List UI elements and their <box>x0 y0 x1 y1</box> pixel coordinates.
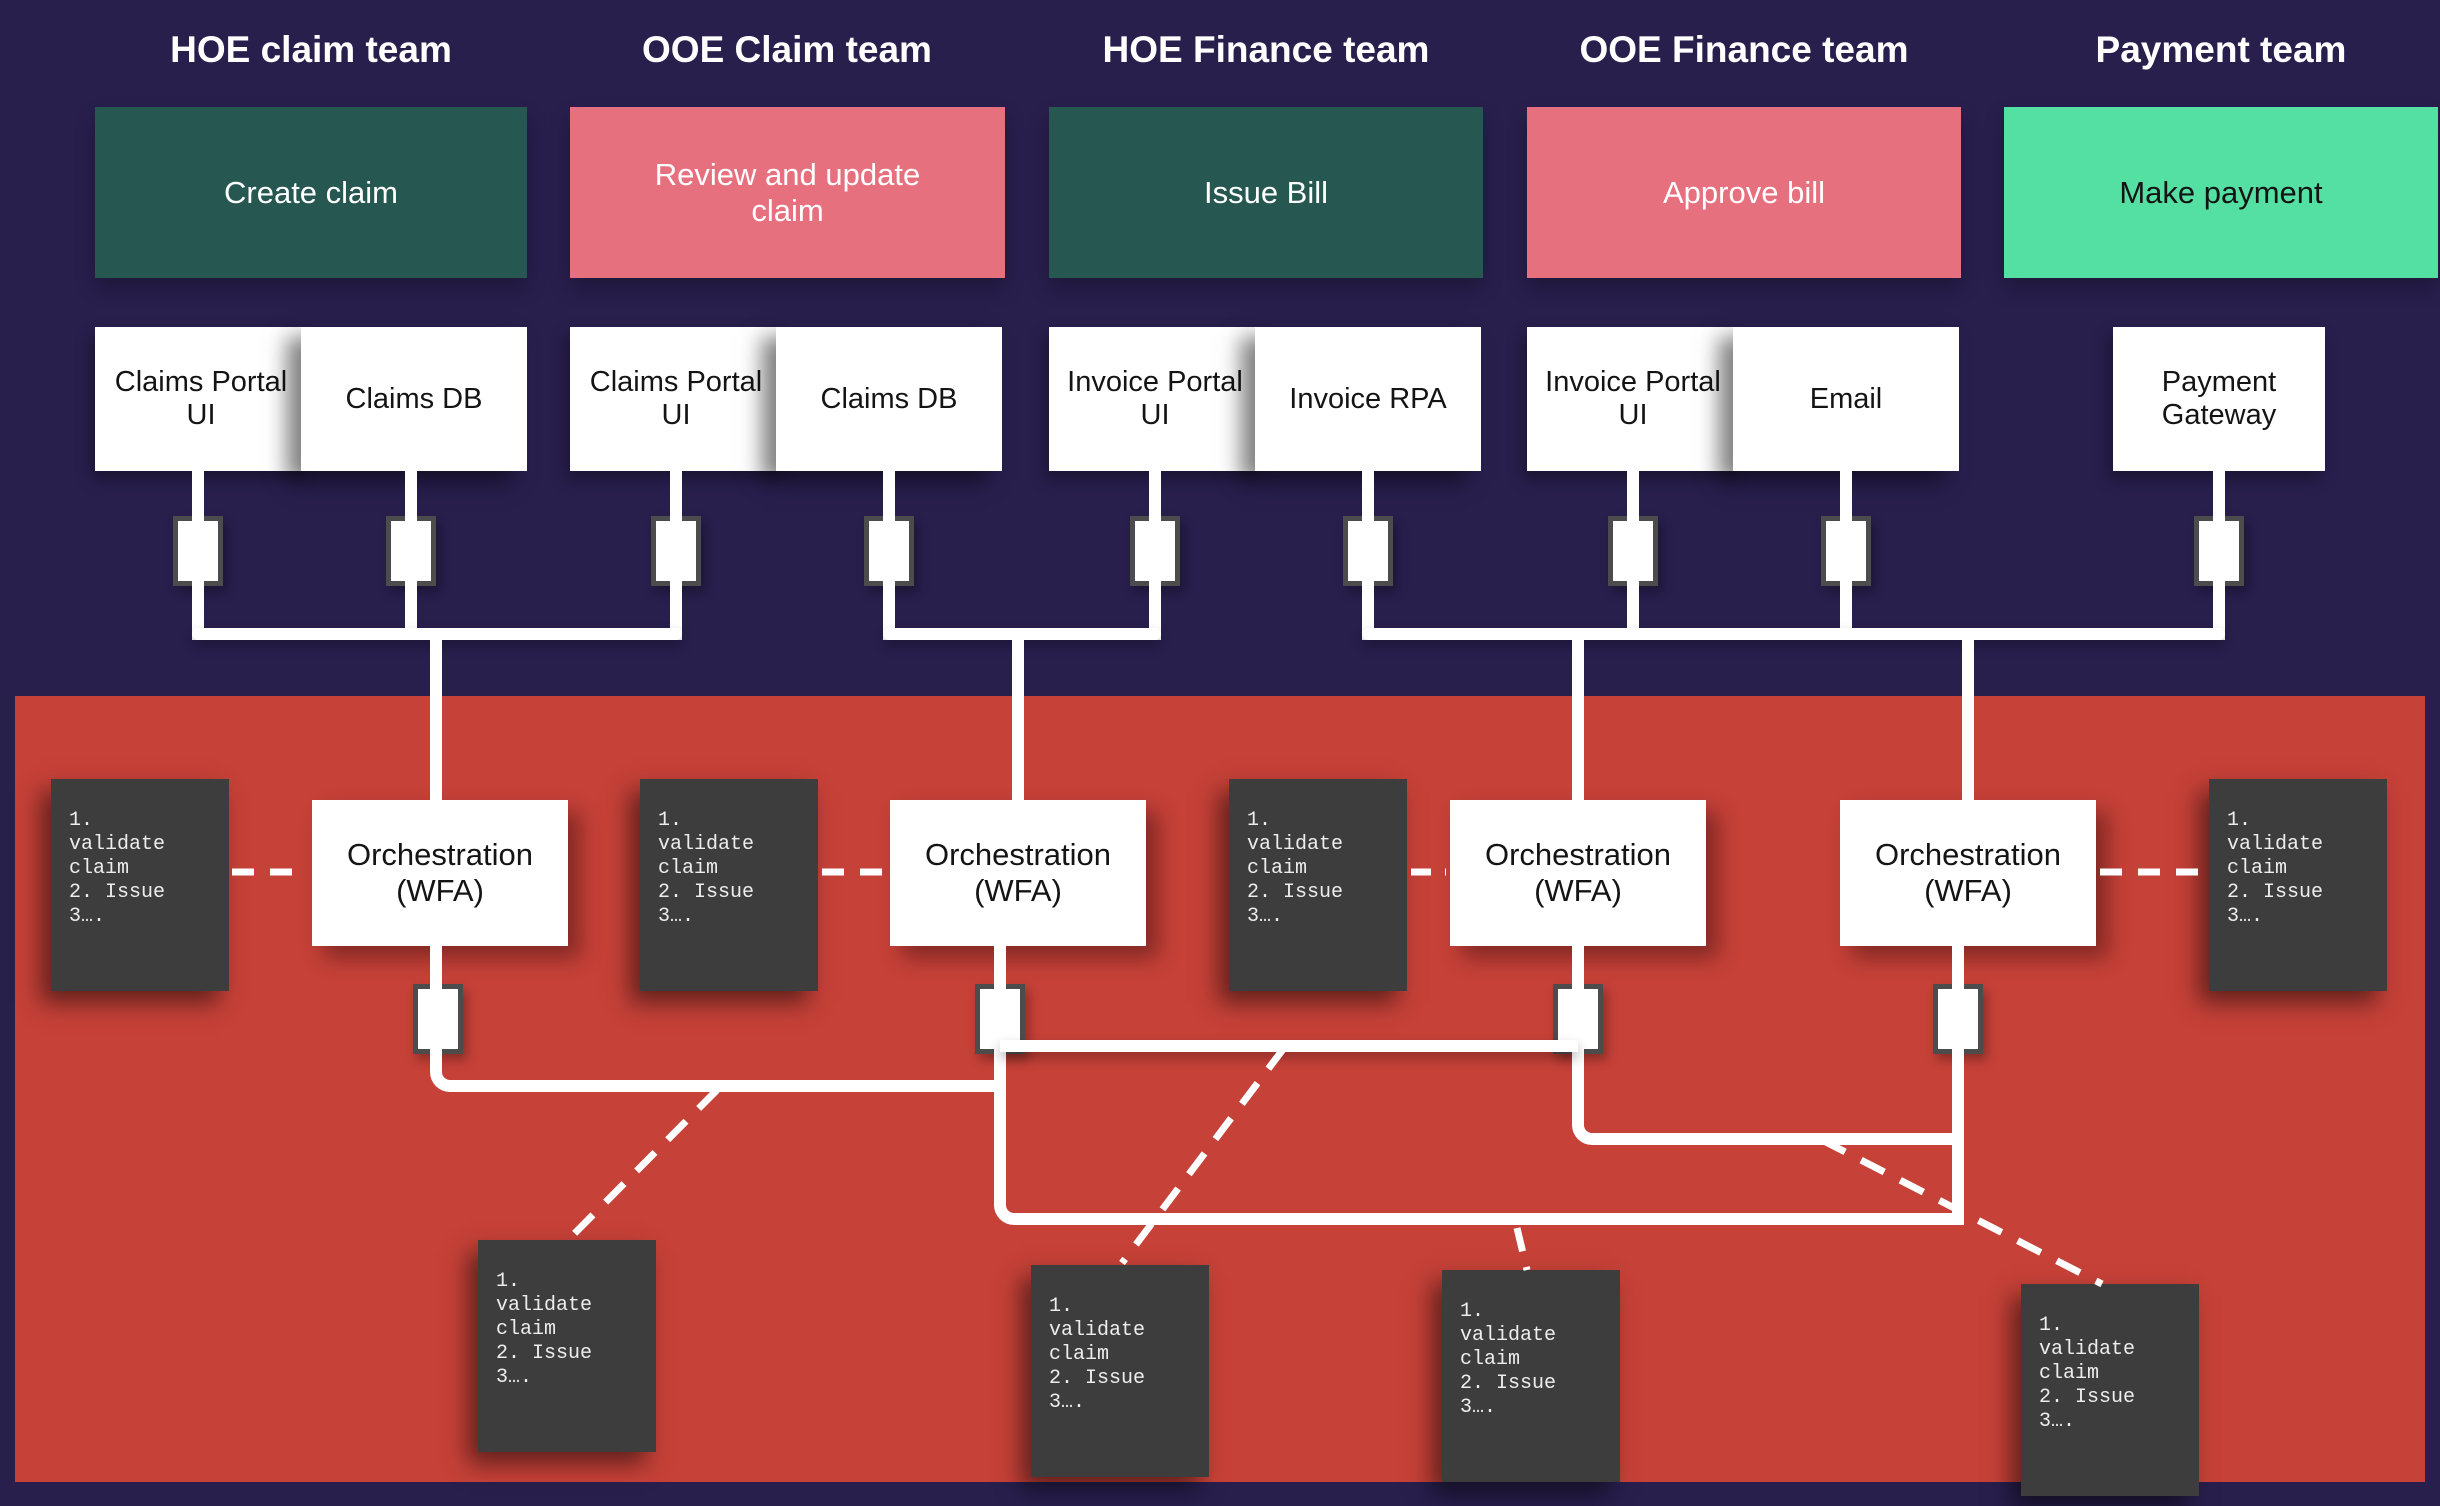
system-box-invoice-portal-ui-1: Invoice Portal UI <box>1049 327 1261 471</box>
connector-line <box>670 468 682 640</box>
system-box-claims-db-1: Claims DB <box>301 327 527 471</box>
drop-line-orchestration-1 <box>430 628 442 810</box>
team-header-ooe-finance: OOE Finance team <box>1579 29 1909 70</box>
drop-line-orchestration-4 <box>1962 628 1974 810</box>
note-card: 1. validate claim 2. Issue 3…. <box>2021 1284 2199 1496</box>
note-card: 1. validate claim 2. Issue 3…. <box>2209 779 2387 991</box>
connector-line <box>1840 468 1852 640</box>
connector-line <box>405 468 417 640</box>
team-header-hoe-finance: HOE Finance team <box>1102 29 1430 70</box>
task-box-make-payment: Make payment <box>2004 107 2438 278</box>
task-box-issue-bill: Issue Bill <box>1049 107 1483 278</box>
system-box-payment-gateway: Payment Gateway <box>2113 327 2325 471</box>
connector-line <box>883 468 895 640</box>
connector-line <box>2213 468 2225 640</box>
connector-line <box>1627 468 1639 640</box>
orchestration-box-4: Orchestration (WFA) <box>1840 800 2096 946</box>
team-header-ooe-claim: OOE Claim team <box>642 29 932 70</box>
system-label: Invoice Portal UI <box>1067 366 1243 431</box>
task-label: Create claim <box>224 174 398 210</box>
note-card: 1. validate claim 2. Issue 3…. <box>1229 779 1407 991</box>
note-card: 1. validate claim 2. Issue 3…. <box>640 779 818 991</box>
connector-line <box>1362 468 1374 640</box>
system-box-claims-portal-ui-2: Claims Portal UI <box>570 327 782 471</box>
drop-line-orchestration-3 <box>1572 628 1584 810</box>
system-box-invoice-portal-ui-2: Invoice Portal UI <box>1527 327 1739 471</box>
connector-line <box>192 468 204 640</box>
system-box-invoice-rpa: Invoice RPA <box>1255 327 1481 471</box>
team-header-payment: Payment team <box>2095 29 2347 70</box>
connector-line <box>1149 468 1161 640</box>
note-card: 1. validate claim 2. Issue 3…. <box>1031 1265 1209 1477</box>
note-card: 1. validate claim 2. Issue 3…. <box>1442 1270 1620 1482</box>
system-box-claims-portal-ui-1: Claims Portal UI <box>95 327 307 471</box>
system-label: Email <box>1809 382 1883 415</box>
orchestration-box-2: Orchestration (WFA) <box>890 800 1146 946</box>
system-label: Claims Portal UI <box>114 366 288 431</box>
note-card: 1. validate claim 2. Issue 3…. <box>51 779 229 991</box>
task-label: Issue Bill <box>1203 174 1329 210</box>
system-box-email: Email <box>1733 327 1959 471</box>
system-label: Invoice Portal UI <box>1545 366 1721 431</box>
team-header-hoe-claim: HOE claim team <box>170 29 452 70</box>
system-label: Claims DB <box>345 382 483 415</box>
system-label: Claims DB <box>820 382 958 415</box>
elbow-orch3-to-orch4 <box>1572 946 1964 1145</box>
system-label: Claims Portal UI <box>589 366 763 431</box>
task-label: Make payment <box>2119 174 2323 210</box>
system-box-claims-db-2: Claims DB <box>776 327 1002 471</box>
bus-bar-payment <box>1362 628 2225 640</box>
note-card: 1. validate claim 2. Issue 3…. <box>478 1240 656 1452</box>
task-label: Review and update claim <box>654 156 921 228</box>
system-label: Payment Gateway <box>2161 366 2277 431</box>
drop-line-orchestration-2 <box>1012 628 1024 810</box>
orchestration-box-3: Orchestration (WFA) <box>1450 800 1706 946</box>
link-line-orch2-orch3 <box>1000 1040 1578 1052</box>
task-box-create-claim: Create claim <box>95 107 527 278</box>
task-box-review-claim: Review and update claim <box>570 107 1005 278</box>
task-box-approve-bill: Approve bill <box>1527 107 1961 278</box>
orch4-down-line <box>1952 946 1964 1225</box>
task-label: Approve bill <box>1663 174 1825 210</box>
orchestration-box-1: Orchestration (WFA) <box>312 800 568 946</box>
system-label: Invoice RPA <box>1289 382 1447 415</box>
